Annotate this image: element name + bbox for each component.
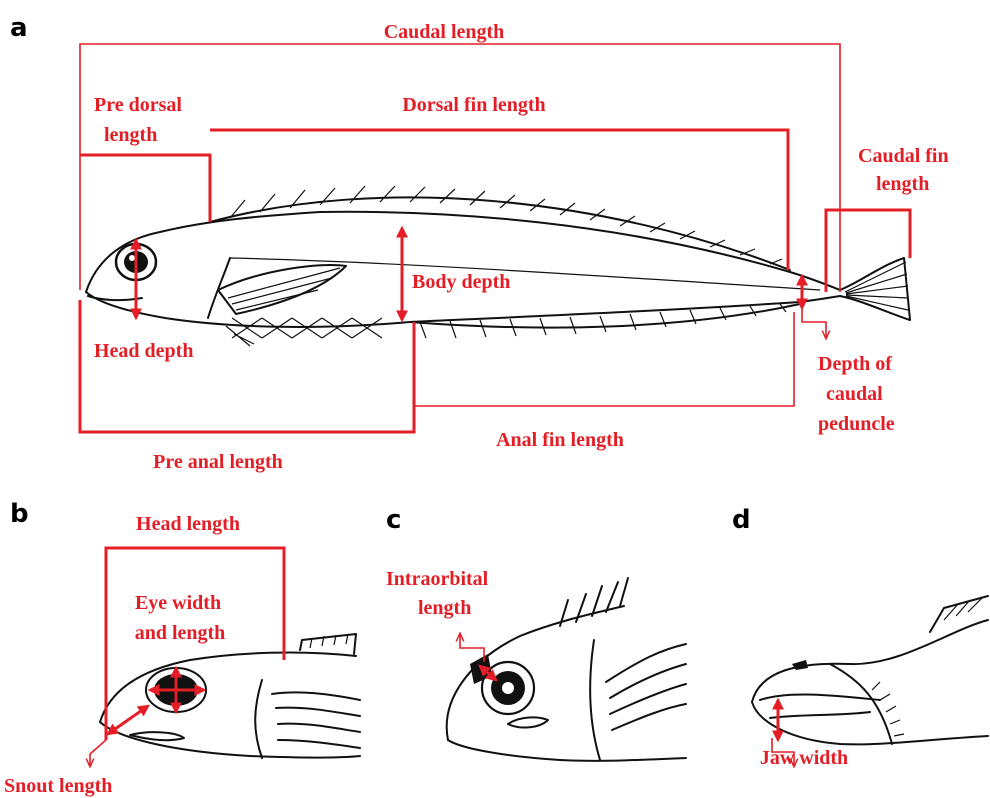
- panel-letter-a: a: [10, 13, 28, 43]
- label-pre-dorsal-line1: Pre dorsal: [94, 94, 182, 116]
- panel-letter-b: b: [10, 499, 29, 529]
- jaw-drawing-d: [752, 596, 988, 744]
- panel-d: d Jaw width: [732, 505, 988, 769]
- label-intraorbital-line2: length: [418, 597, 471, 619]
- label-pre-dorsal-line2: length: [104, 124, 157, 146]
- label-depth-caudal-peduncle-line1: Depth of: [818, 353, 892, 375]
- label-body-depth: Body depth: [412, 271, 510, 293]
- label-depth-caudal-peduncle-line3: peduncle: [818, 413, 895, 435]
- label-eye-line1: Eye width: [135, 592, 221, 614]
- label-head-depth: Head depth: [94, 340, 193, 362]
- label-caudal-fin-line1: Caudal fin: [858, 145, 949, 167]
- label-anal-fin-length: Anal fin length: [496, 429, 624, 451]
- panel-b: b Head length Eye width and length Snout…: [4, 499, 360, 797]
- label-caudal-fin-line2: length: [876, 173, 929, 195]
- panel-c: c Intraorbital length: [386, 505, 686, 761]
- label-jaw-width: Jaw width: [760, 747, 848, 769]
- panel-letter-d: d: [732, 505, 751, 535]
- label-head-length: Head length: [136, 513, 240, 535]
- label-depth-caudal-peduncle-line2: caudal: [826, 383, 883, 405]
- label-pre-anal-length: Pre anal length: [153, 451, 283, 473]
- label-caudal-length: Caudal length: [384, 21, 505, 43]
- panel-a: a: [10, 13, 949, 473]
- label-intraorbital-line1: Intraorbital: [386, 568, 489, 590]
- label-snout-length: Snout length: [4, 775, 112, 797]
- label-eye-line2: and length: [135, 622, 226, 644]
- panel-letter-c: c: [386, 505, 401, 535]
- label-dorsal-fin-length: Dorsal fin length: [402, 94, 545, 116]
- head-drawing-b: [100, 634, 360, 758]
